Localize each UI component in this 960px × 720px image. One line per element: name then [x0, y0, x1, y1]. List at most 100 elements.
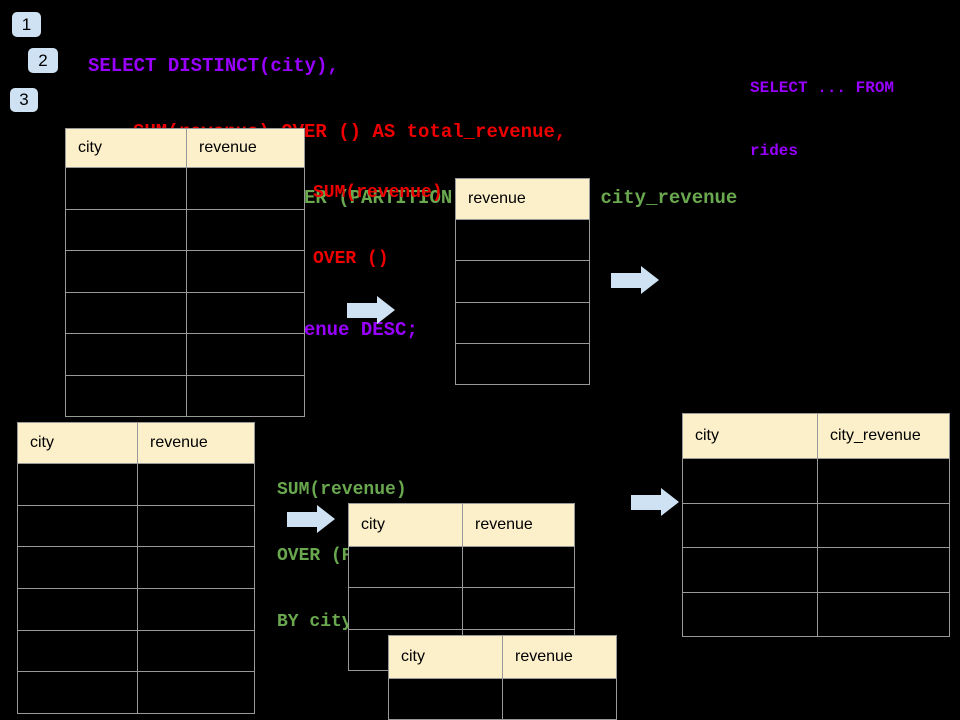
table-row [456, 219, 589, 260]
table-cell [66, 251, 187, 292]
total-window-label: SUM(revenue) OVER () [313, 138, 443, 314]
table-row [18, 671, 254, 714]
table-row [18, 629, 254, 672]
flow-arrow-icon [347, 296, 395, 324]
table-row [66, 167, 304, 209]
total-window-label-line2: OVER () [313, 249, 389, 269]
arrow-head [377, 296, 395, 324]
arrow-shaft [347, 302, 377, 318]
table-cell [187, 334, 304, 375]
table-cell [138, 672, 254, 713]
table-cell [138, 589, 254, 630]
select-from-note: SELECT ... FROM rides [750, 36, 894, 204]
table-header-row: city revenue [349, 504, 574, 546]
table-cell [138, 464, 254, 505]
table-row [18, 546, 254, 589]
table-header-row: city revenue [66, 129, 304, 167]
table-cell [683, 548, 818, 592]
column-header-revenue: revenue [150, 434, 208, 451]
select-from-note-line1: SELECT ... FROM [750, 79, 895, 97]
table-row [66, 291, 304, 333]
table-city-revenue-result: city city_revenue [682, 413, 950, 637]
table-cell [66, 209, 187, 250]
table-cell [138, 631, 254, 672]
table-cell [187, 168, 304, 209]
table-header-row: city revenue [18, 423, 254, 463]
table-cell [456, 344, 589, 384]
table-cell [818, 459, 949, 503]
column-header-revenue: revenue [475, 516, 533, 533]
arrow-shaft [611, 272, 641, 288]
table-row [683, 547, 949, 592]
total-window-label-line1: SUM(revenue) [313, 183, 443, 203]
table-cell [463, 547, 574, 587]
table-row [456, 301, 589, 343]
step-badge-3: 3 [10, 88, 38, 112]
step-badge-1: 1 [12, 12, 41, 37]
table-cell [187, 376, 304, 417]
column-header-city-revenue: city_revenue [830, 427, 921, 444]
column-header-city: city [66, 129, 187, 167]
table-cell [138, 547, 254, 588]
table-cell [503, 679, 616, 719]
column-header-revenue: revenue [468, 190, 526, 207]
table-cell [456, 261, 589, 301]
column-header-city: city [389, 636, 503, 678]
table-cell [18, 589, 138, 630]
table-header-row: city revenue [389, 636, 616, 678]
table-row [456, 342, 589, 384]
table-row [683, 458, 949, 503]
table-cell [463, 588, 574, 628]
table-row [66, 250, 304, 292]
table-cell [683, 503, 818, 547]
table-header-row: city city_revenue [683, 414, 949, 458]
table-cell [389, 679, 503, 719]
arrow-shaft [287, 511, 317, 527]
table-row [18, 463, 254, 505]
table-source-bottom: city revenue [17, 422, 255, 715]
table-cell [66, 375, 187, 416]
step-badge-2: 2 [28, 48, 58, 73]
table-total-revenue-result: revenue [455, 178, 590, 386]
flow-arrow-icon [631, 488, 679, 516]
table-row [349, 546, 574, 588]
table-row [18, 588, 254, 630]
table-row [66, 374, 304, 417]
arrow-head [317, 505, 335, 533]
partition-window-label-line1: SUM(revenue) [277, 480, 407, 500]
table-cell [818, 548, 949, 592]
table-header-row: revenue [456, 179, 589, 219]
table-row [349, 587, 574, 629]
table-cell [683, 459, 818, 503]
flow-arrow-icon [611, 266, 659, 294]
table-cell [18, 505, 138, 547]
table-cell [349, 547, 463, 588]
flow-arrow-icon [287, 505, 335, 533]
table-cell [138, 506, 254, 547]
table-cell [66, 168, 187, 209]
table-source-top: city revenue [65, 128, 305, 417]
table-partition-overlay: city revenue [388, 635, 617, 720]
column-header-revenue: revenue [199, 139, 257, 156]
table-cell [66, 292, 187, 333]
table-cell [187, 251, 304, 292]
table-row [66, 208, 304, 251]
table-cell [187, 210, 304, 251]
column-header-revenue: revenue [515, 648, 573, 665]
sql-line-select: SELECT DISTINCT(city), [88, 55, 339, 77]
table-cell [18, 547, 138, 589]
table-row [389, 678, 616, 719]
table-cell [683, 592, 818, 636]
arrow-head [641, 266, 659, 294]
arrow-head [661, 488, 679, 516]
table-row [456, 260, 589, 301]
table-row [683, 591, 949, 637]
table-cell [349, 588, 463, 629]
column-header-city: city [18, 423, 138, 463]
table-cell [66, 334, 187, 375]
table-cell [818, 593, 949, 637]
table-cell [456, 303, 589, 343]
table-cell [18, 464, 138, 505]
column-header-city: city [349, 504, 463, 546]
